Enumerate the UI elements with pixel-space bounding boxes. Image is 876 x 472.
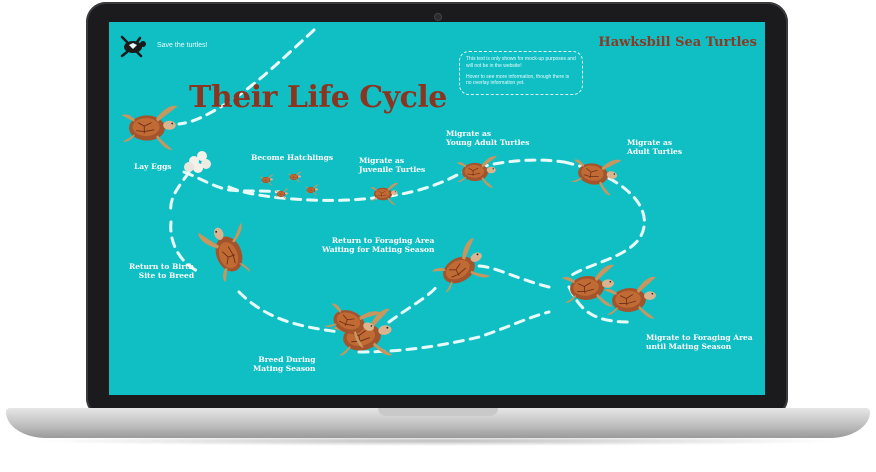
stage-return-birth-site[interactable]: Return to Birth Site to Breed <box>129 262 195 281</box>
site-title[interactable]: Hawksbill Sea Turtles <box>598 35 757 50</box>
laptop-base <box>6 408 870 438</box>
turtle-young-adult <box>456 155 498 189</box>
turtle-juvenile <box>370 182 399 206</box>
hatchling-3 <box>304 184 319 196</box>
laptop-shadow <box>30 436 846 446</box>
website-screen: Save the turtles! Hawksbill Sea Turtles … <box>109 22 765 395</box>
camera-icon <box>435 14 441 20</box>
page-title: Their Life Cycle <box>189 80 447 115</box>
mockup-note-line-1: This text is only shown for mock-up purp… <box>466 56 576 69</box>
turtle-logo-icon[interactable] <box>119 34 149 58</box>
turtle-lay-eggs <box>121 105 179 151</box>
mockup-note: This text is only shown for mock-up purp… <box>459 51 583 95</box>
stage-migrate-juvenile[interactable]: Migrate as Juvenile Turtles <box>359 156 426 175</box>
stage-lay-eggs[interactable]: Lay Eggs <box>134 162 172 171</box>
stage-return-foraging[interactable]: Return to Foraging Area Waiting for Mati… <box>322 236 435 255</box>
stage-migrate-adult[interactable]: Migrate as Adult Turtles <box>627 138 683 157</box>
laptop-notch <box>378 408 498 416</box>
hatchling-1 <box>259 174 274 186</box>
hatchling-4 <box>274 188 289 200</box>
turtle-return-birth <box>197 217 259 286</box>
turtle-migrate-1 <box>561 264 619 311</box>
stage-breed[interactable]: Breed During Mating Season <box>253 355 316 374</box>
stage-become-hatchlings[interactable]: Become Hatchlings <box>251 153 334 162</box>
hatchling-2 <box>287 171 302 183</box>
eggs-icon <box>184 151 211 173</box>
stage-migrate-foraging[interactable]: Migrate to Foraging Area until Mating Se… <box>646 333 753 352</box>
mockup-note-line-2: Hover to see more information, though th… <box>466 73 570 87</box>
stage-migrate-young-adult[interactable]: Migrate as Young Adult Turtles <box>446 129 530 148</box>
turtle-foraging <box>427 236 495 301</box>
migration-path <box>169 28 646 354</box>
turtle-adult <box>568 151 622 197</box>
tagline: Save the turtles! <box>157 42 208 49</box>
